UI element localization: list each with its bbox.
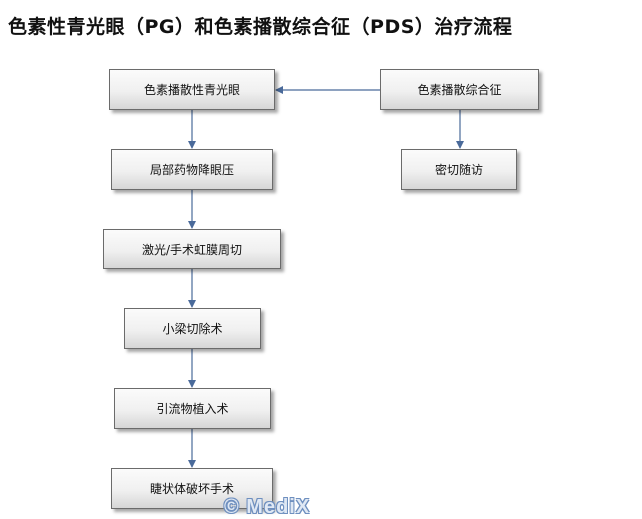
page-title: 色素性青光眼（PG）和色素播散综合征（PDS）治疗流程 xyxy=(8,16,513,38)
node-close-follow-up: 密切随访 xyxy=(401,149,517,190)
node-cyclodestructive-surgery: 睫状体破坏手术 xyxy=(111,468,273,509)
node-pigmentary-glaucoma: 色素播散性青光眼 xyxy=(109,69,275,110)
node-trabeculectomy: 小梁切除术 xyxy=(124,308,261,349)
node-drainage-implant: 引流物植入术 xyxy=(114,388,271,429)
node-laser-surgical-iridotomy: 激光/手术虹膜周切 xyxy=(103,229,281,269)
node-pigment-dispersion-syndrome: 色素播散综合征 xyxy=(380,69,539,110)
node-topical-iop-lowering: 局部药物降眼压 xyxy=(111,149,273,190)
watermark-text: © MediX xyxy=(224,496,311,518)
